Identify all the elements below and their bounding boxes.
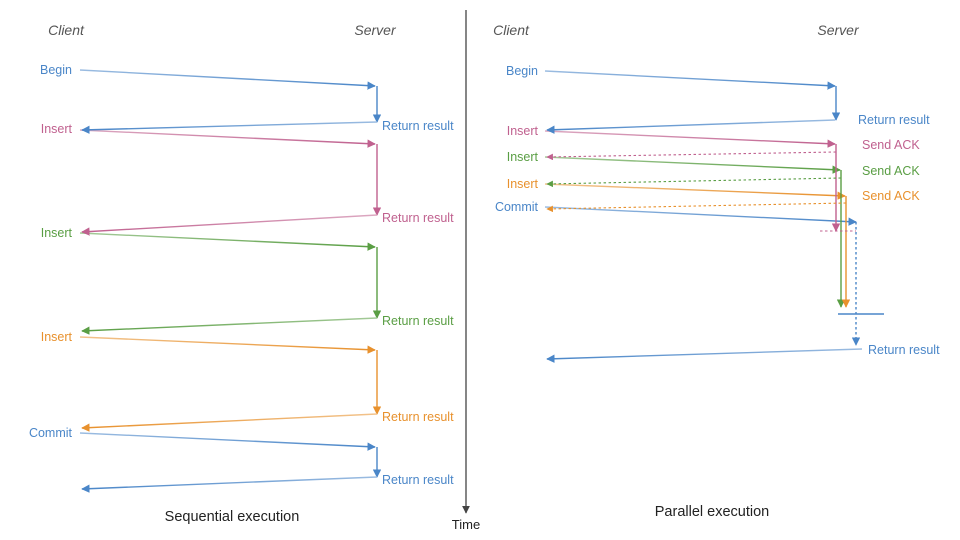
client-message-label-4: Commit (495, 200, 539, 214)
server-message-label-3: Return result (382, 410, 454, 424)
server-message-label-2: Return result (382, 314, 454, 328)
server-lane-header: Server (354, 22, 397, 38)
insert2-request (79, 232, 376, 251)
commit-request (79, 432, 376, 451)
client-message-label-1: Insert (507, 124, 539, 138)
server-message-label-2: Send ACK (862, 164, 920, 178)
client-message-label-4: Commit (29, 426, 73, 440)
ack2-response (546, 177, 842, 188)
client-message-label-3: Insert (507, 177, 539, 191)
insert1-request (79, 129, 376, 148)
server-message-label-1: Return result (382, 211, 454, 225)
server-message-label-0: Return result (858, 113, 930, 127)
panel-caption: Sequential execution (165, 509, 300, 525)
client-lane-header: Client (48, 22, 85, 38)
begin-response (546, 119, 836, 134)
begin-request (544, 70, 836, 90)
insert3-request (79, 336, 376, 354)
client-message-label-0: Begin (40, 63, 72, 77)
server-message-label-0: Return result (382, 119, 454, 133)
time-axis-label: Time (452, 517, 480, 532)
insert2-request (544, 156, 841, 174)
client-message-label-0: Begin (506, 64, 538, 78)
insert2-response (81, 317, 378, 335)
server-lane-header: Server (817, 22, 860, 38)
client-message-label-2: Insert (41, 226, 73, 240)
client-lane-header: Client (493, 22, 530, 38)
client-message-label-1: Insert (41, 122, 73, 136)
ack3-response (546, 202, 847, 213)
client-message-label-2: Insert (507, 150, 539, 164)
final-response (546, 348, 863, 363)
insert1-response (81, 214, 378, 236)
insert3-request (544, 183, 846, 200)
begin-request (79, 69, 376, 90)
commit-response (81, 476, 378, 493)
panel-caption: Parallel execution (655, 504, 769, 520)
server-message-label-3: Send ACK (862, 189, 920, 203)
insert3-response (81, 413, 378, 432)
client-message-label-3: Insert (41, 330, 73, 344)
server-message-label-4: Return result (868, 343, 940, 357)
commit-request (544, 206, 857, 226)
time-axis-group: Time (452, 10, 480, 532)
server-message-label-1: Send ACK (862, 138, 920, 152)
begin-response (81, 121, 378, 134)
server-message-label-4: Return result (382, 473, 454, 487)
insert1-request (544, 130, 836, 148)
ack1-response (546, 151, 837, 161)
